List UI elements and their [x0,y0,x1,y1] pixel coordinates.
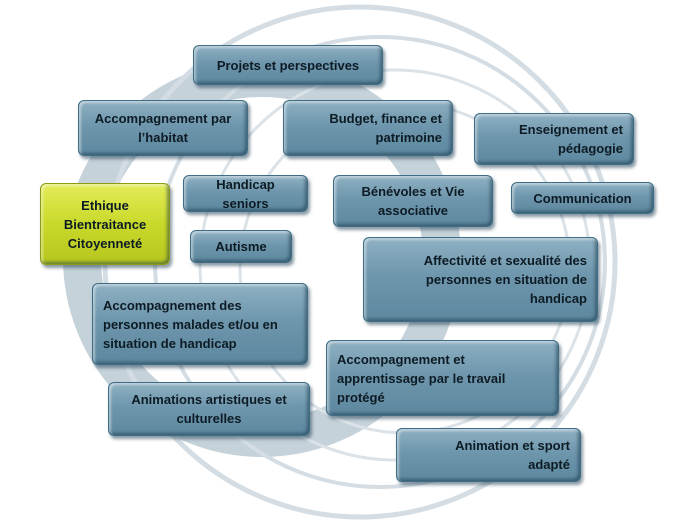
node-autisme: Autisme [190,230,292,263]
node-sport: Animation et sport adapté [396,428,581,482]
node-budget: Budget, finance et patrimoine [283,100,453,156]
node-travail: Accompagnement et apprentissage par le t… [326,340,559,416]
node-benevoles: Bénévoles et Vie associative [333,175,493,227]
node-seniors: Handicap seniors [183,175,308,212]
node-enseignement: Enseignement et pédagogie [474,113,634,165]
node-projets: Projets et perspectives [193,45,383,85]
node-ethique: Ethique Bientraitance Citoyenneté [40,183,170,265]
node-habitat: Accompagnement par l’habitat [78,100,248,156]
node-animations: Animations artistiques et culturelles [108,382,310,436]
node-affectivite: Affectivité et sexualité des personnes e… [363,237,598,322]
node-communication: Communication [511,182,654,214]
node-malades: Accompagnement des personnes malades et/… [92,283,308,365]
